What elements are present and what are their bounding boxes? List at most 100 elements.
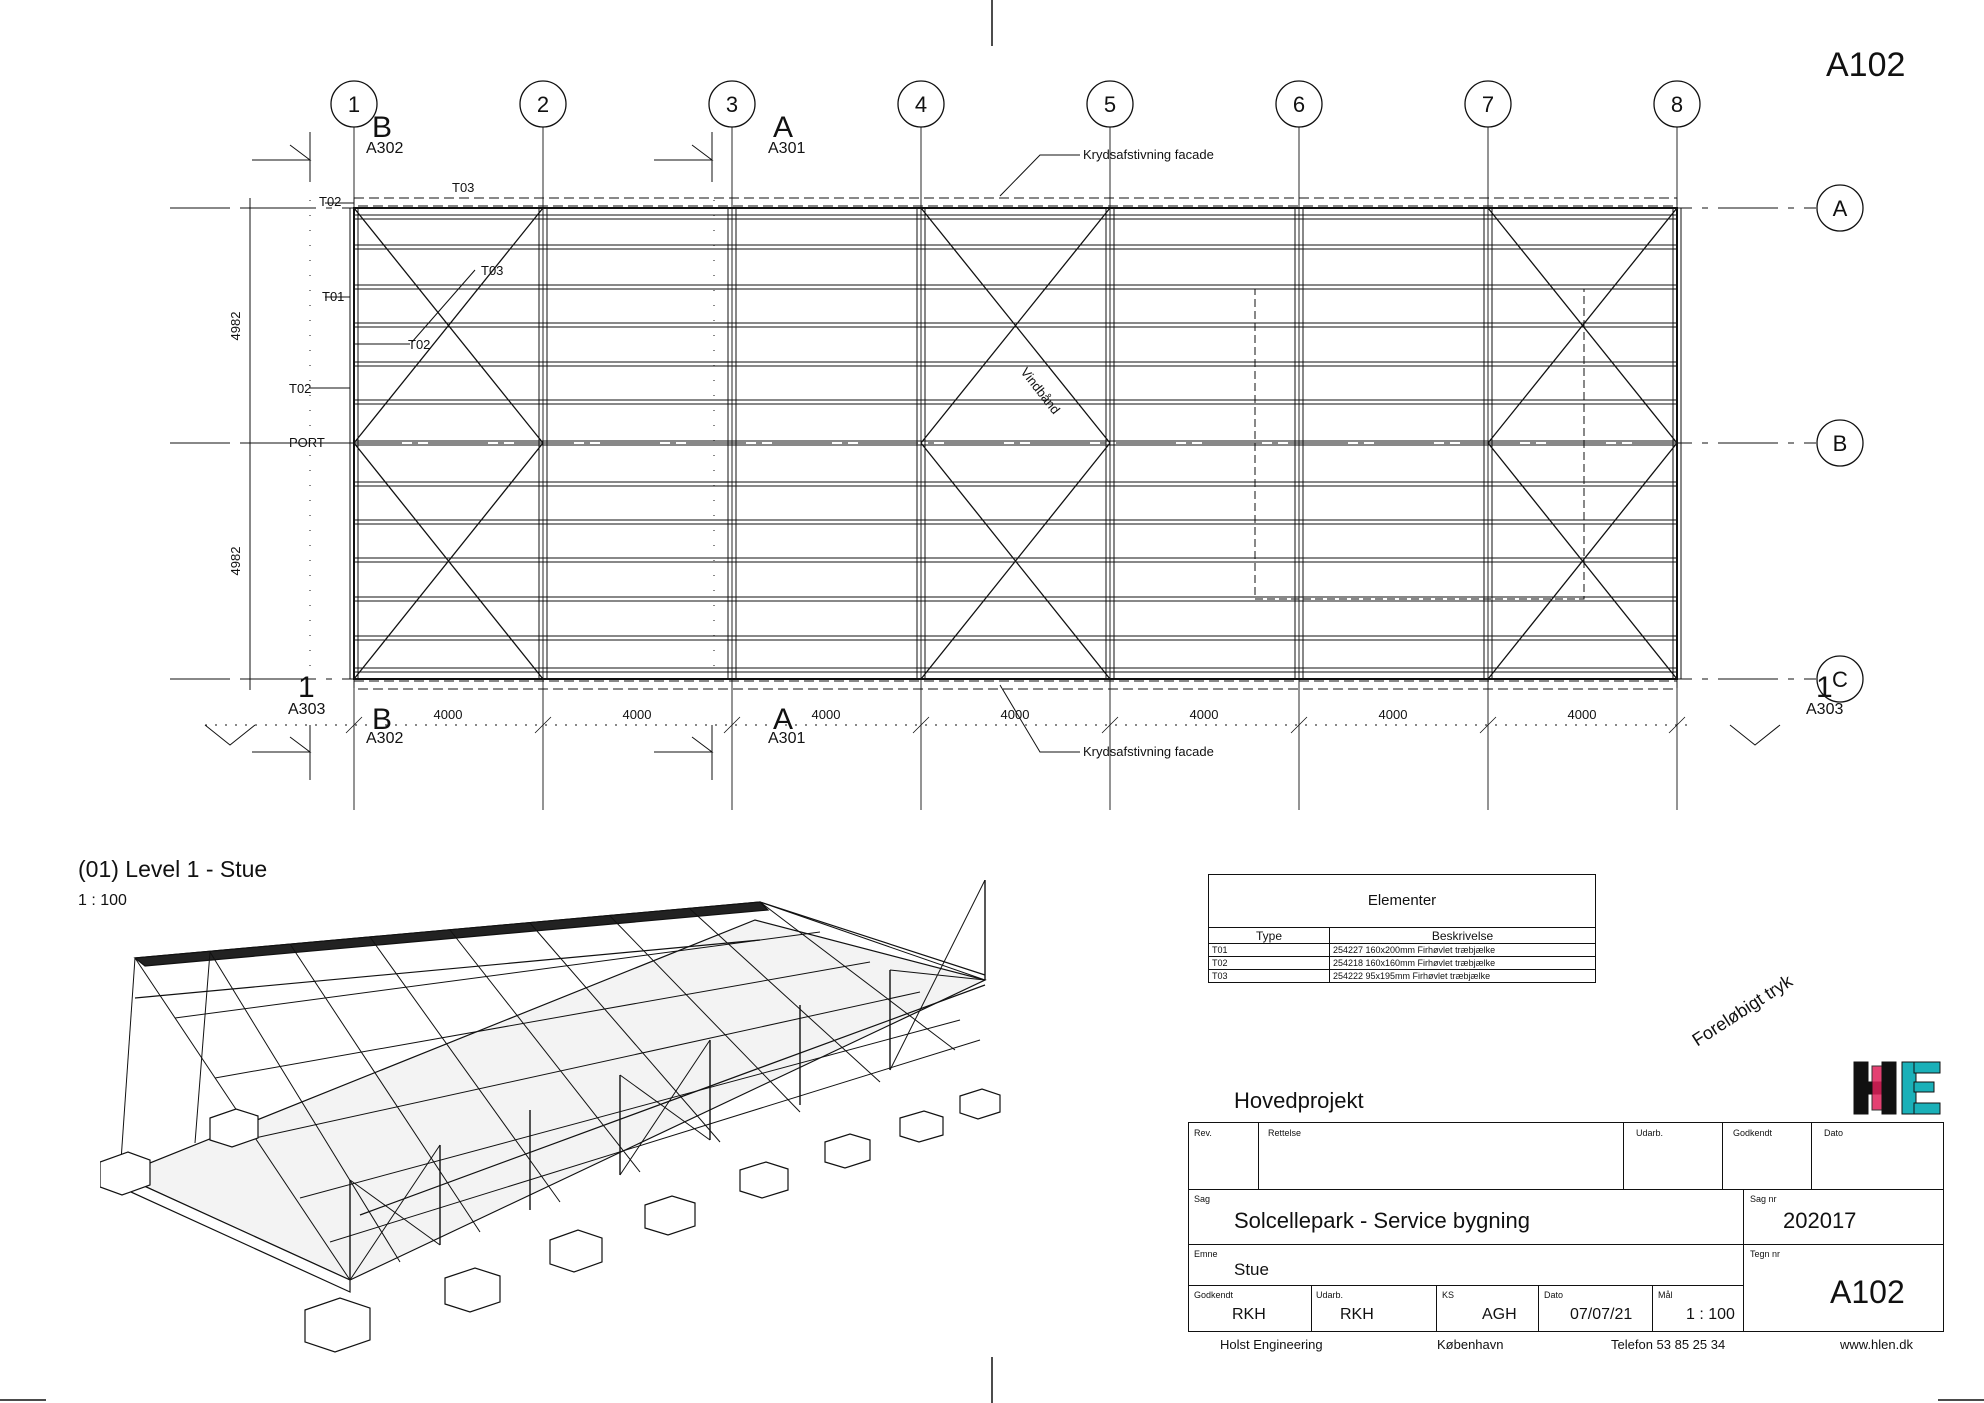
project-kind: Hovedprojekt [1234,1088,1364,1113]
godkendt-value: RKH [1232,1306,1266,1323]
schedule-cell: 254222 95x195mm Firhøvlet træbjælke [1329,969,1595,982]
dim-bay-2: 4000 [623,707,652,722]
sagnr-label: Sag nr [1750,1194,1777,1204]
table-row: T03 254222 95x195mm Firhøvlet træbjælke [1209,969,1595,982]
section-1-left-ref: A303 [288,701,325,718]
tag-t03-mid: T03 [481,263,503,278]
sag-label: Sag [1194,1194,1211,1204]
grid-label-8: 8 [1671,92,1683,117]
dim-bay-7: 4000 [1568,707,1597,722]
dim-bay-4: 4000 [1001,707,1030,722]
schedule-cell: 254218 160x160mm Firhøvlet træbjælke [1329,956,1595,970]
rev-label: Rev. [1194,1128,1212,1138]
section-1-right-ref: A303 [1806,701,1843,718]
dato-value: 07/07/21 [1570,1306,1633,1323]
schedule-cell: 254227 160x200mm Firhøvlet træbjælke [1329,943,1595,957]
note-vindband: Vindbånd [1018,365,1064,417]
sag-value: Solcellepark - Service bygning [1234,1208,1530,1233]
company-logo [1853,1061,1941,1115]
grid-label-a: A [1833,196,1848,221]
grid-label-3: 3 [726,92,738,117]
sheet-number: A102 [1826,46,1906,84]
grid-label-2: 2 [537,92,549,117]
dim-bay-1: 4000 [434,707,463,722]
section-a-bot-ref: A301 [768,730,805,747]
elements-schedule: Elementer Type Beskrivelse T01 254227 16… [1208,874,1596,983]
section-b-bot-ref: A302 [366,730,403,747]
emne-cell [1188,1244,1744,1286]
rettelse-cell [1258,1122,1648,1190]
schedule-cell: T03 [1209,969,1330,982]
godkendt-label: Godkendt [1733,1128,1773,1138]
section-b-bot-letter: B [372,703,392,736]
sagnr-value: 202017 [1783,1208,1857,1233]
dato-label: Dato [1824,1128,1844,1138]
tag-port: PORT [289,435,325,450]
grid-label-6: 6 [1293,92,1305,117]
ks-label: KS [1442,1290,1455,1300]
maal-cell [1652,1285,1744,1332]
grid-label-c: C [1832,667,1848,692]
rettelse-label: Rettelse [1268,1128,1302,1138]
grid-label-7: 7 [1482,92,1494,117]
grid-label-4: 4 [915,92,927,117]
tag-t02-b: T02 [289,381,311,396]
ks-value: AGH [1482,1306,1517,1323]
tegnnr-label: Tegn nr [1750,1249,1781,1259]
tag-t03-top: T03 [452,180,474,195]
grid-bubbles [330,80,1864,703]
godkendt2-label: Godkendt [1194,1290,1234,1300]
schedule-header-desc: Beskrivelse [1329,928,1595,944]
section-b-top-ref: A302 [366,140,403,157]
section-b-top-letter: B [372,111,392,144]
tag-t02-top: T02 [319,194,341,209]
footer-city: København [1437,1337,1504,1352]
schedule-title: Elementer [1209,875,1595,928]
tag-t02-a: T02 [408,337,430,352]
tag-t01: T01 [322,289,344,304]
maal-value: 1 : 100 [1686,1306,1735,1323]
section-a-top-ref: A301 [768,140,805,157]
title-block: Rev. Rettelse Udarb. Godkendt Dato Sag S… [1188,1122,1944,1332]
schedule-header-type: Type [1209,928,1330,944]
schedule-cell: T02 [1209,956,1330,970]
rafters [349,208,1682,679]
isometric-3d-view [100,880,1001,1353]
footer-phone: Telefon 53 85 25 34 [1611,1337,1726,1352]
dim-bay-6: 4000 [1379,707,1408,722]
floor-plan: 1 2 3 4 5 6 7 8 A B C B A B A 1 1 A302 A… [170,80,1864,810]
footer-web[interactable]: www.hlen.dk [1840,1337,1913,1352]
grid-label-1: 1 [348,92,360,117]
grid-label-5: 5 [1104,92,1116,117]
godkendt-cell [1722,1122,1812,1190]
view-title: (01) Level 1 - Stue [78,856,268,882]
table-row: T02 254218 160x160mm Firhøvlet træbjælke [1209,956,1595,970]
udarb-cell [1623,1122,1723,1190]
grid-label-b: B [1833,431,1848,456]
emne-label: Emne [1194,1249,1218,1259]
cross-bracing [353,207,1678,680]
revision-row [1188,1122,1944,1190]
section-a-bot-letter: A [773,703,793,736]
section-1-right-letter: 1 [1816,671,1833,704]
dim-bay-3: 4000 [812,707,841,722]
schedule-cell: T01 [1209,943,1330,957]
section-a-top-letter: A [773,111,793,144]
view-scale: 1 : 100 [78,892,127,909]
table-row: T01 254227 160x200mm Firhøvlet træbjælke [1209,943,1595,957]
dato2-label: Dato [1544,1290,1564,1300]
purlins [354,214,1677,673]
section-marker-arrows [204,132,1781,780]
udarb-value: RKH [1340,1306,1374,1323]
dim-row-ab: 4982 [228,312,243,341]
schedule-table: Type Beskrivelse T01 254227 160x200mm Fi… [1209,928,1595,982]
tegnnr-value: A102 [1830,1274,1905,1310]
grid-lines-horizontal [170,207,1816,680]
emne-value: Stue [1234,1260,1269,1279]
dim-row-bc: 4982 [228,547,243,576]
maal-label: Mål [1658,1290,1673,1300]
grid-lines-vertical [353,126,1678,810]
dim-bay-5: 4000 [1190,707,1219,722]
footer-company: Holst Engineering [1220,1337,1323,1352]
